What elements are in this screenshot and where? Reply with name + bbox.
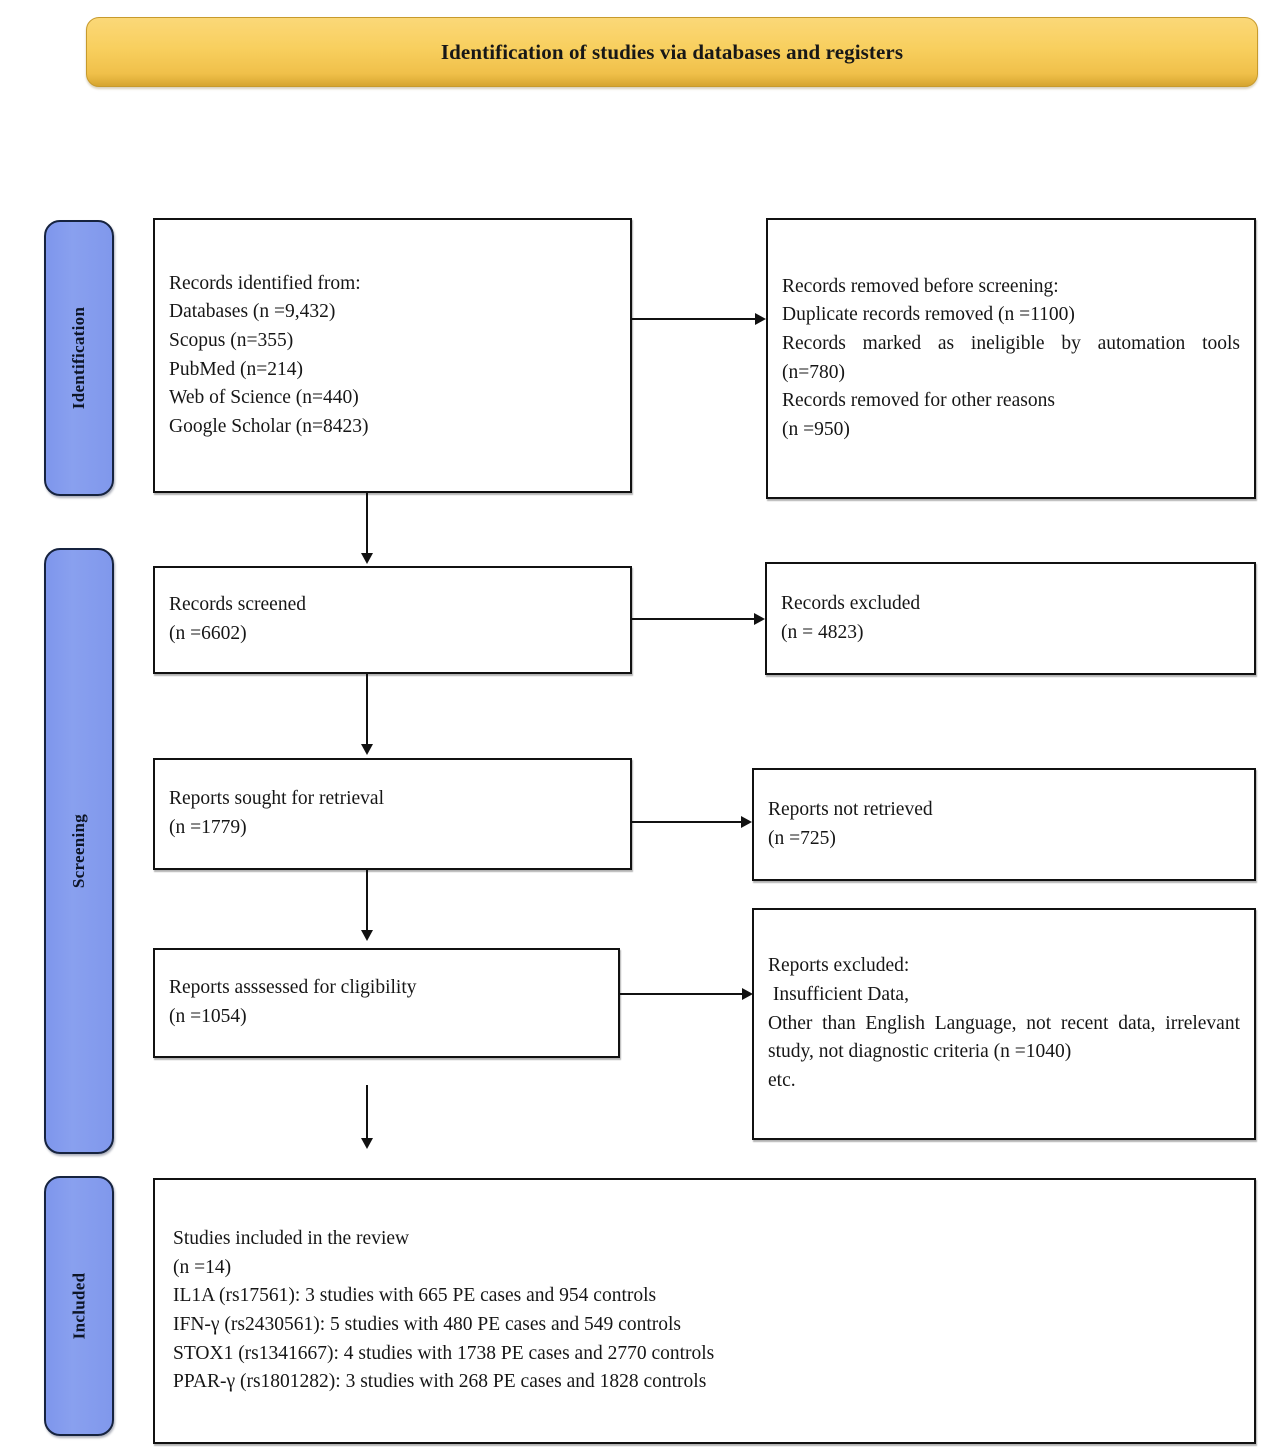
records-ineligible-automation-count: (n=780) <box>782 361 845 383</box>
stage-label-identification: Identification <box>69 306 88 410</box>
box-records-screened: Records screened (n =6602) <box>153 566 632 674</box>
connector-eligibility-to-included <box>366 1085 368 1140</box>
stage-label-screening: Screening <box>69 813 89 889</box>
studies-included-gene-pparg: PPAR-γ (rs1801282): 3 studies with 268 P… <box>173 1371 707 1393</box>
studies-included-label: Studies included in the review <box>173 1228 410 1250</box>
duplicate-records-removed: Duplicate records removed (n =1100) <box>782 304 1075 326</box>
box-studies-included: Studies included in the review (n =14) I… <box>153 1178 1256 1444</box>
records-excluded-label: Records excluded <box>781 592 921 614</box>
reports-not-retrieved-count: (n =725) <box>768 827 836 849</box>
records-removed-other-reasons: Records removed for other reasons <box>782 390 1055 412</box>
diagram-title-banner: Identification of studies via databases … <box>86 17 1258 87</box>
records-identified-line-2: Databases (n =9,432) <box>169 301 336 323</box>
connector-screened-to-excluded <box>632 618 756 620</box>
reports-excluded-reason-3: study, not diagnostic criteria (n =1040) <box>768 1041 1072 1063</box>
stage-pill-included: Included <box>44 1176 114 1436</box>
reports-sought-count: (n =1779) <box>169 817 247 838</box>
records-identified-line-6: Google Scholar (n=8423) <box>169 415 369 437</box>
studies-included-gene-il1a: IL1A (rs17561): 3 studies with 665 PE ca… <box>173 1285 657 1307</box>
arrowhead-eligibility-to-reports-excluded <box>742 988 753 1000</box>
reports-not-retrieved-label: Reports not retrieved <box>768 798 933 820</box>
records-identified-line-1: Records identified from: <box>169 272 361 294</box>
box-reports-excluded-reasons: Reports excluded: Insufficient Data, Oth… <box>752 908 1256 1140</box>
arrowhead-identified-to-screened <box>361 553 373 564</box>
stage-pill-identification: Identification <box>44 220 114 496</box>
records-identified-line-5: Web of Science (n=440) <box>169 387 359 409</box>
box-reports-assessed-eligibility: Reports asssessed for cligibility (n =10… <box>153 948 620 1058</box>
diagram-title: Identification of studies via databases … <box>440 39 904 64</box>
arrowhead-sought-to-not-retrieved <box>741 816 752 828</box>
records-excluded-count: (n = 4823) <box>781 621 864 643</box>
reports-assessed-label: Reports asssessed for cligibility <box>169 977 417 999</box>
connector-identified-to-screened <box>366 493 368 555</box>
records-removed-heading: Records removed before screening: <box>782 275 1059 297</box>
reports-excluded-reason-1: Insufficient Data, <box>768 984 909 1006</box>
records-ineligible-automation: Records marked as ineligible by automati… <box>782 332 1240 354</box>
box-reports-not-retrieved: Reports not retrieved (n =725) <box>752 768 1256 881</box>
arrowhead-screened-to-sought <box>361 744 373 755</box>
records-removed-other-reasons-count: (n =950) <box>782 418 850 440</box>
connector-identified-to-removed <box>632 318 756 320</box>
connector-screened-to-sought <box>366 674 368 746</box>
records-screened-label: Records screened <box>169 594 306 616</box>
connector-sought-to-not-retrieved <box>632 821 744 823</box>
studies-included-gene-ifng: IFN-γ (rs2430561): 5 studies with 480 PE… <box>173 1314 681 1335</box>
reports-assessed-count: (n =1054) <box>169 1006 247 1027</box>
records-identified-line-3: Scopus (n=355) <box>169 329 294 351</box>
records-screened-count: (n =6602) <box>169 623 247 644</box>
box-records-excluded: Records excluded (n = 4823) <box>765 562 1256 675</box>
stage-pill-screening: Screening <box>44 548 114 1154</box>
arrowhead-sought-to-eligibility <box>361 930 373 941</box>
records-identified-line-4: PubMed (n=214) <box>169 358 303 380</box>
box-records-removed: Records removed before screening: Duplic… <box>766 218 1256 499</box>
box-records-identified: Records identified from: Databases (n =9… <box>153 218 632 493</box>
reports-sought-label: Reports sought for retrieval <box>169 788 384 810</box>
reports-excluded-reason-2: Other than English Language, not recent … <box>768 1012 1240 1034</box>
connector-eligibility-to-reports-excluded <box>620 993 746 995</box>
arrowhead-screened-to-excluded <box>754 613 765 625</box>
reports-excluded-etc: etc. <box>768 1069 796 1091</box>
stage-label-included: Included <box>69 1272 88 1340</box>
studies-included-count: (n =14) <box>173 1256 232 1278</box>
connector-sought-to-eligibility <box>366 870 368 932</box>
arrowhead-eligibility-to-included <box>361 1138 373 1149</box>
arrowhead-identified-to-removed <box>755 313 766 325</box>
reports-excluded-heading: Reports excluded: <box>768 955 910 977</box>
studies-included-gene-stox1: STOX1 (rs1341667): 4 studies with 1738 P… <box>173 1342 715 1364</box>
box-reports-sought: Reports sought for retrieval (n =1779) <box>153 758 632 870</box>
